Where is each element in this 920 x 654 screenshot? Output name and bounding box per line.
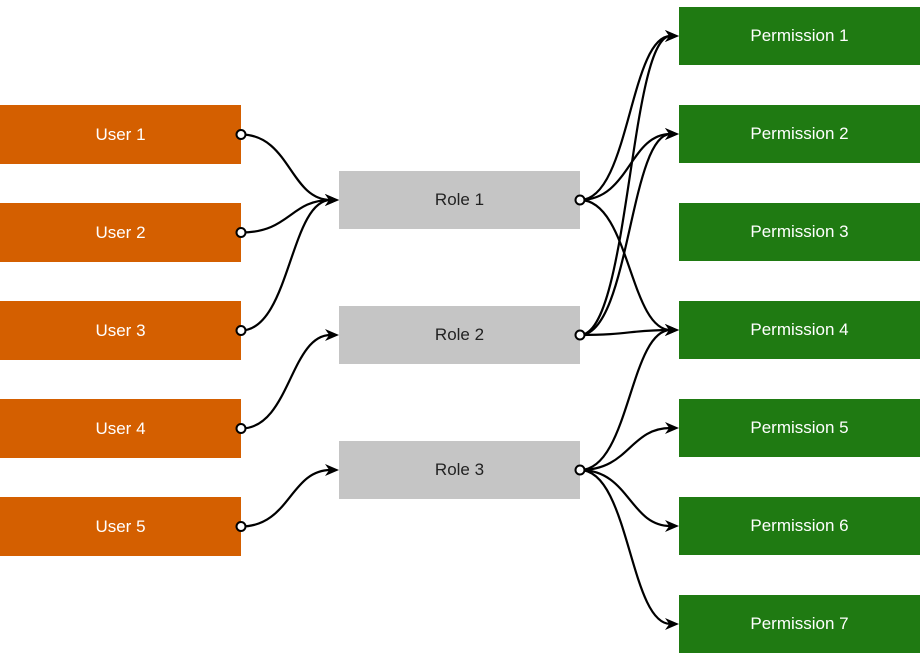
arrowhead-r3-p7	[665, 618, 679, 630]
connector-r3-p6	[579, 468, 671, 528]
role-node-3[interactable]: Role 3	[339, 441, 580, 499]
arrowhead-r2-p1	[665, 30, 679, 42]
arrowhead-u3-r1	[325, 194, 339, 206]
permission-node-5[interactable]: Permission 5	[679, 399, 920, 457]
user-label: User 5	[95, 516, 146, 536]
port-u5[interactable]	[235, 521, 247, 532]
port-u4[interactable]	[235, 423, 247, 434]
connector-r1-p1	[579, 34, 671, 202]
permission-label: Permission 7	[750, 614, 849, 633]
port-u3[interactable]	[235, 325, 247, 336]
role-label: Role 3	[434, 460, 485, 479]
permission-label: Permission 1	[750, 26, 849, 45]
permission-label: Permission 3	[750, 222, 849, 241]
permission-node-7[interactable]: Permission 7	[679, 595, 920, 653]
permission-node-6[interactable]: Permission 6	[679, 497, 920, 555]
connector-u3-r1	[240, 198, 331, 332]
role-node-1[interactable]: Role 1	[339, 171, 580, 229]
port-u1[interactable]	[235, 129, 247, 140]
connector-r3-p4	[579, 328, 671, 472]
user-label: User 4	[95, 418, 146, 438]
user-label: User 1	[95, 124, 146, 144]
permission-label: Permission 5	[750, 418, 849, 437]
permission-node-3[interactable]: Permission 3	[679, 203, 920, 261]
arrowhead-r3-p4	[665, 324, 679, 336]
connector-u2-r1	[240, 198, 331, 234]
connector-r1-p2	[579, 132, 671, 202]
connector-r2-p1	[579, 34, 671, 337]
connector-u1-r1	[240, 133, 331, 202]
arrowhead-r3-p5	[665, 422, 679, 434]
role-node-2[interactable]: Role 2	[339, 306, 580, 364]
port-r3[interactable]	[574, 464, 586, 476]
user-node-4[interactable]: User 4	[0, 399, 241, 458]
permission-label: Permission 2	[750, 124, 849, 143]
connector-r1-p4	[579, 198, 671, 332]
arrowhead-u5-r3	[325, 464, 339, 476]
arrowhead-r2-p2	[665, 128, 679, 140]
permission-node-1[interactable]: Permission 1	[679, 7, 920, 65]
permission-label: Permission 4	[750, 320, 849, 339]
permission-label: Permission 6	[750, 516, 849, 535]
user-label: User 3	[95, 320, 146, 340]
permission-node-2[interactable]: Permission 2	[679, 105, 920, 163]
user-node-5[interactable]: User 5	[0, 497, 241, 556]
connector-r2-p4	[579, 328, 671, 337]
port-r1[interactable]	[574, 194, 586, 206]
user-node-1[interactable]: User 1	[0, 105, 241, 164]
user-node-2[interactable]: User 2	[0, 203, 241, 262]
connector-u5-r3	[240, 468, 331, 528]
arrowhead-r3-p6	[665, 520, 679, 532]
connector-r3-p7	[579, 468, 671, 626]
port-r2[interactable]	[574, 329, 586, 341]
arrowhead-u4-r2	[325, 329, 339, 341]
connector-r2-p2	[579, 132, 671, 337]
role-label: Role 1	[434, 190, 485, 209]
connector-r3-p5	[579, 426, 671, 472]
user-label: User 2	[95, 222, 146, 242]
role-label: Role 2	[434, 325, 485, 344]
connector-u4-r2	[240, 333, 331, 430]
user-node-3[interactable]: User 3	[0, 301, 241, 360]
permission-node-4[interactable]: Permission 4	[679, 301, 920, 359]
port-u2[interactable]	[235, 227, 247, 238]
